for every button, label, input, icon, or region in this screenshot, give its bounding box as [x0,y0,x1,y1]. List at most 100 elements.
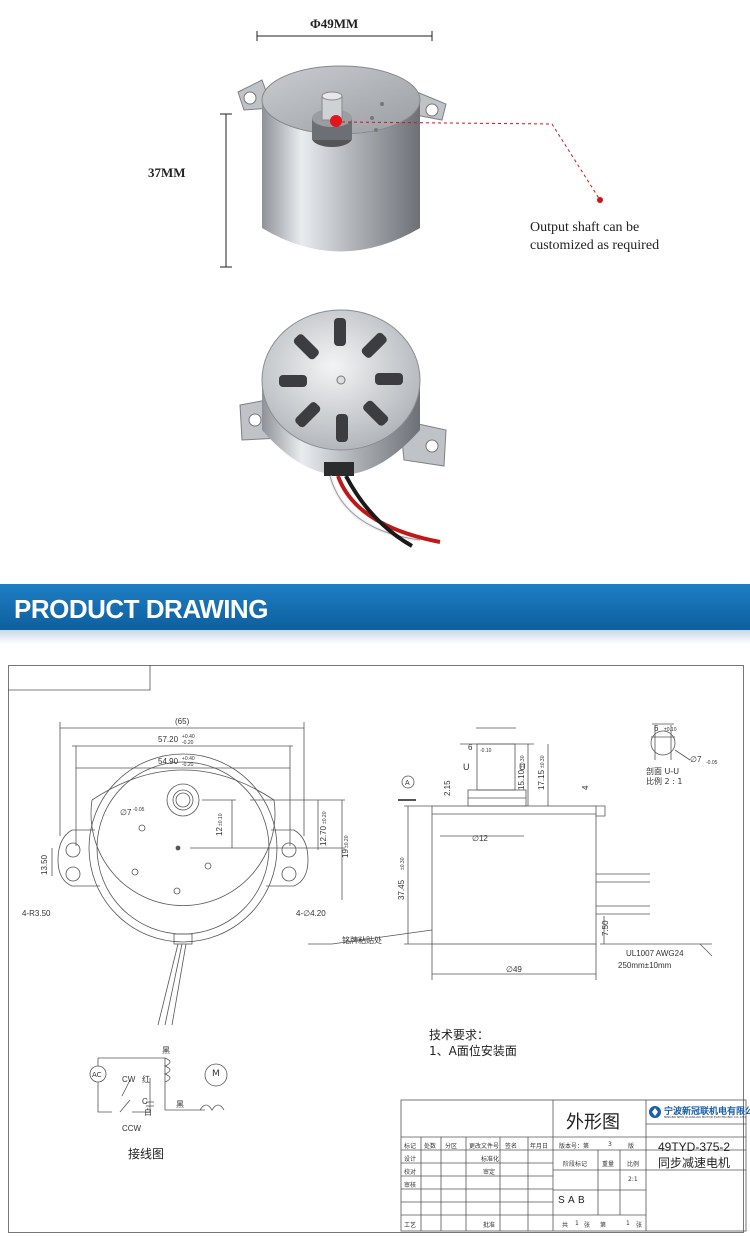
drawing-sheet [8,665,744,1233]
wire-red: 红 [142,1074,150,1084]
dim-19-tol: ±0.20 [344,835,350,848]
dim-12-tol: ±0.10 [218,813,224,826]
wire-black-2: 黑 [176,1100,184,1109]
tb-cell-stage-b: B [578,1195,585,1206]
dim-12-70: 12.70 [319,825,328,846]
datum-a: A [405,780,410,787]
dim-57-20-plus: +0.40 [182,734,195,740]
tb-cell-total-no: 1 [575,1220,579,1227]
tb-cell-scale-val: 2:1 [628,1176,638,1183]
dim-54-90-minus: -0.20 [182,762,194,768]
dim-2-15: 2.15 [443,780,452,796]
tb-cell-page-sheet: 张 [636,1222,643,1229]
wire-length: 250mm±10mm [618,961,672,970]
section-banner [0,584,750,630]
dim-4-holes: 4-∅4.20 [296,909,326,918]
dim-15-10: 15.10 [517,769,526,790]
tb-cell-total: 共 [562,1222,569,1229]
dim-12-70-tol: ±0.20 [322,811,328,824]
tb-cell-total-sheet: 张 [584,1222,591,1229]
dim-19: 19 [341,849,350,858]
tb-cell-weight: 重量 [602,1161,615,1168]
tb-cell-scale: 比例 [627,1161,640,1168]
motor-symbol: M [212,1069,220,1079]
tb-cell-page-no: 1 [626,1220,630,1227]
company-name: 宁波新冠联机电有限公司 [664,1107,750,1117]
dim-15-10-tol: ±0.30 [520,755,526,768]
dim-shaft-dia: ∅7 [120,808,132,817]
tb-title: 外形图 [566,1112,620,1133]
company-logo-icon [649,1106,661,1118]
wire-black: 黑 [162,1046,170,1055]
tb-cell-version-suffix: 版 [628,1143,635,1150]
dim-54-90: 54.90 [158,757,179,766]
tb-cell-stage-a: A [568,1195,575,1206]
tb-cell-version-no: 3 [608,1141,612,1148]
tb-cell-docno: 更改文件号 [469,1143,500,1150]
tb-cell-date: 年月日 [530,1143,549,1150]
tb-cell-design: 设计 [404,1156,417,1163]
dim-37-45: 37.45 [397,879,406,900]
sec-dim-7: ∅7 [690,755,702,764]
tech-notes: 技术要求： 1、A面位安装面 [429,1027,517,1059]
tb-cell-version: 版本号：第 [559,1143,590,1150]
dim-17-15-tol: ±0.30 [540,755,546,768]
dim-4: 4 [581,785,590,790]
sec-dim-6-tol: ±0.10 [664,727,677,733]
cw-label: CW [122,1075,136,1084]
tb-cell-review: 审核 [404,1182,417,1189]
dim-13-50: 13.50 [40,854,49,875]
tb-cell-standard: 标准化 [481,1156,500,1163]
tb-cell-count: 处数 [424,1143,437,1150]
tb-cell-approve-std: 审定 [483,1169,496,1176]
tb-model: 49TYD-375-2 [658,1140,731,1154]
wiring-title: 接线图 [128,1147,165,1161]
scale-label: 比例 2 : 1 [646,776,683,786]
dim-57-20: 57.20 [158,735,179,744]
tb-name: 同步减速电机 [658,1156,731,1170]
dim-r3-50: 4-R3.50 [22,909,51,918]
c-label: C [142,1097,148,1106]
dim-12-dia: ∅12 [472,834,488,843]
shaft-note-line2: customized as required [530,238,660,253]
height-label: 37MM [148,165,186,180]
dim-6-tol: -0.10 [480,748,492,754]
tb-cell-zone: 分区 [445,1143,458,1150]
sec-dim-6: 6 [654,724,659,733]
dim-37-45-tol: ±0.30 [400,857,406,870]
company-logo: 宁波新冠联机电有限公司 NINGBO NEW GUANLIAN MOTOR EL… [648,1102,750,1122]
tech-notes-title: 技术要求： [429,1028,490,1042]
dim-6: 6 [468,743,473,752]
diameter-label: Φ49MM [310,16,359,31]
shaft-note: Output shaft can be customized as requir… [530,219,659,255]
tb-cell-ratify: 批准 [483,1222,496,1229]
tb-cell-page: 第 [600,1222,607,1229]
sec-mark-u-left: U [463,762,470,772]
dim-7-50: 7.50 [601,920,610,936]
ac-label: AC [92,1071,102,1079]
wire-spec: UL1007 AWG24 [626,949,684,958]
dim-shaft-dia-tol: -0.05 [133,807,145,813]
wire-white: 白 [144,1107,152,1117]
dim-65: (65) [175,717,190,726]
tech-notes-item: 1、A面位安装面 [429,1044,517,1058]
dim-12: 12 [215,827,224,836]
nameplate-label: 铭牌粘贴处 [342,935,382,945]
shaft-note-line1: Output shaft can be [530,220,640,235]
company-name-en: NINGBO NEW GUANLIAN MOTOR ELECTRONIC CO.… [664,1115,746,1119]
product-photo-top [220,31,603,548]
section-label: 剖面 U-U [646,766,679,776]
dim-57-20-minus: -0.20 [182,740,194,746]
tb-cell-mark: 标记 [404,1143,417,1150]
sec-dim-7-tol: -0.05 [706,760,718,766]
tb-cell-check: 校对 [404,1169,417,1176]
dim-54-90-plus: +0.40 [182,756,195,762]
tb-cell-stage: 阶段标记 [563,1161,588,1168]
ccw-label: CCW [122,1124,142,1133]
dim-17-15: 17.15 [537,769,546,790]
tb-cell-process: 工艺 [404,1222,417,1229]
sec-mark-u-right: U [519,762,526,772]
banner-title: PRODUCT DRAWING [14,594,268,624]
tb-cell-sign: 签名 [505,1143,518,1150]
dim-49: ∅49 [506,965,522,974]
